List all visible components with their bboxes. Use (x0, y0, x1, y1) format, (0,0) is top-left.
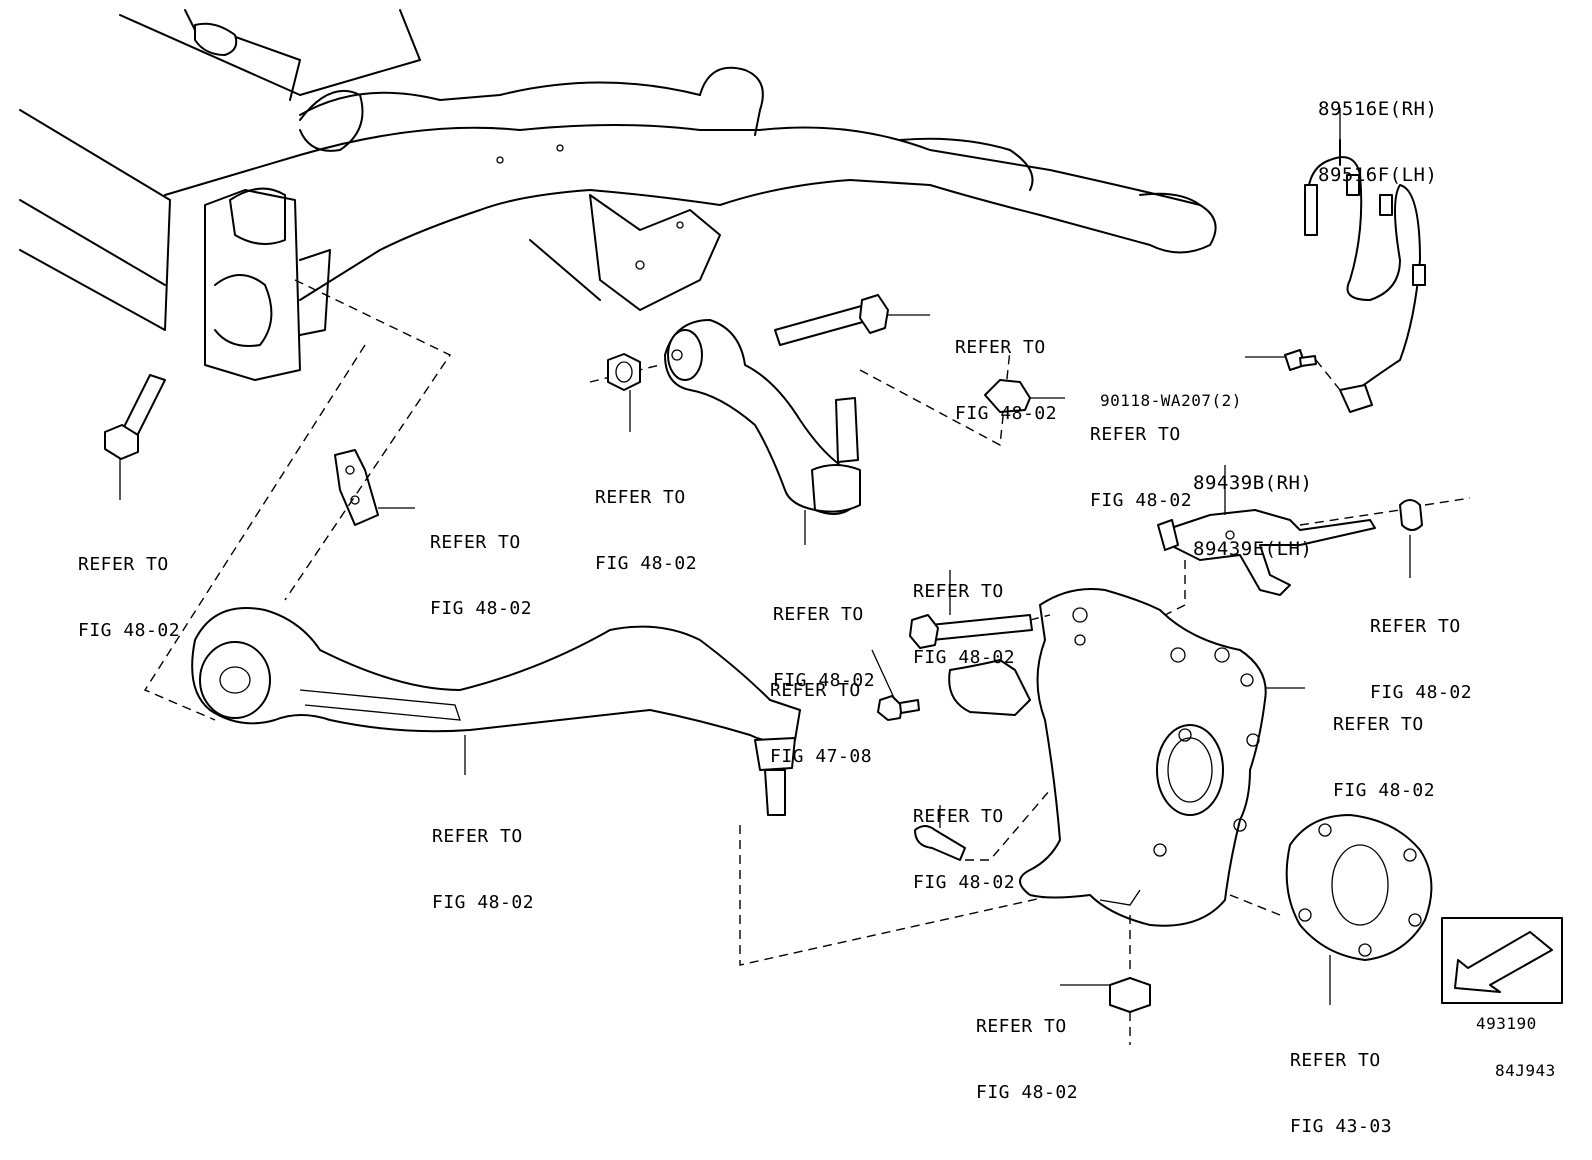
bracket-part-number: 89439B(RH) 89439E(LH) (1193, 428, 1312, 582)
ref-upper-arm-nut: REFER TO FIG 48-02 (595, 487, 698, 574)
bottom-nut (1109, 977, 1151, 1013)
parts-diagram (19, 9, 1563, 1045)
subframe-mount-bracket (204, 187, 331, 381)
orientation-code: 493190 (1476, 1014, 1537, 1033)
ref-lower-arm: REFER TO FIG 48-02 (432, 826, 535, 913)
ref-small-bolt: REFER TO FIG 47-08 (770, 680, 873, 767)
ref-hub: REFER TO FIG 43-03 (1290, 1050, 1393, 1137)
sensor-part-rh: 89516E(RH) (1318, 98, 1438, 120)
orientation-box (1441, 917, 1563, 1004)
ref-upper-arm-bolt: REFER TO FIG 48-02 (955, 337, 1058, 424)
speed-sensor (1304, 139, 1426, 413)
sensor-part-number: 89516E(RH) 89516F(LH) (1318, 54, 1437, 208)
upper-control-arm (664, 319, 861, 515)
small-bolt (877, 695, 920, 721)
bolt-part-number: 90118-WA207(2) (1100, 391, 1242, 410)
bracket-nut (1399, 499, 1423, 531)
wheel-hub (1285, 814, 1433, 961)
ref-upper-arm: REFER TO FIG 48-02 (773, 604, 876, 691)
knuckle-bolt (909, 614, 1033, 649)
upper-arm-bolt (774, 294, 889, 346)
sensor-bracket (1157, 509, 1376, 596)
bracket-part-lh: 89439E(LH) (1193, 538, 1313, 560)
ref-knuckle-bolt: REFER TO FIG 48-02 (913, 581, 1016, 668)
ref-pin: REFER TO FIG 48-02 (913, 806, 1016, 893)
sensor-bolt (1284, 349, 1317, 371)
upper-arm-nut-left (607, 353, 641, 391)
direction-arrow-icon (1454, 931, 1553, 993)
ref-frame-bolt: REFER TO FIG 48-02 (78, 554, 181, 641)
steering-knuckle (1019, 588, 1267, 927)
stabilizer-clip (334, 449, 379, 526)
ref-bottom-nut: REFER TO FIG 48-02 (976, 1016, 1079, 1103)
bracket-part-rh: 89439B(RH) (1193, 472, 1313, 494)
ref-bracket-nut: REFER TO FIG 48-02 (1370, 616, 1473, 703)
frame-bolt (104, 374, 166, 460)
ref-clip: REFER TO FIG 48-02 (430, 532, 533, 619)
sensor-part-lh: 89516F(LH) (1318, 164, 1438, 186)
dust-shield (948, 659, 1031, 716)
ref-upper-arm-nut-right: REFER TO FIG 48-02 (1090, 424, 1193, 511)
front-subframe (19, 9, 1217, 331)
lower-control-arm (191, 607, 801, 816)
drawing-code: 84J943 (1495, 1061, 1556, 1080)
knuckle-pin (914, 825, 966, 861)
ref-knuckle: REFER TO FIG 48-02 (1333, 714, 1436, 801)
